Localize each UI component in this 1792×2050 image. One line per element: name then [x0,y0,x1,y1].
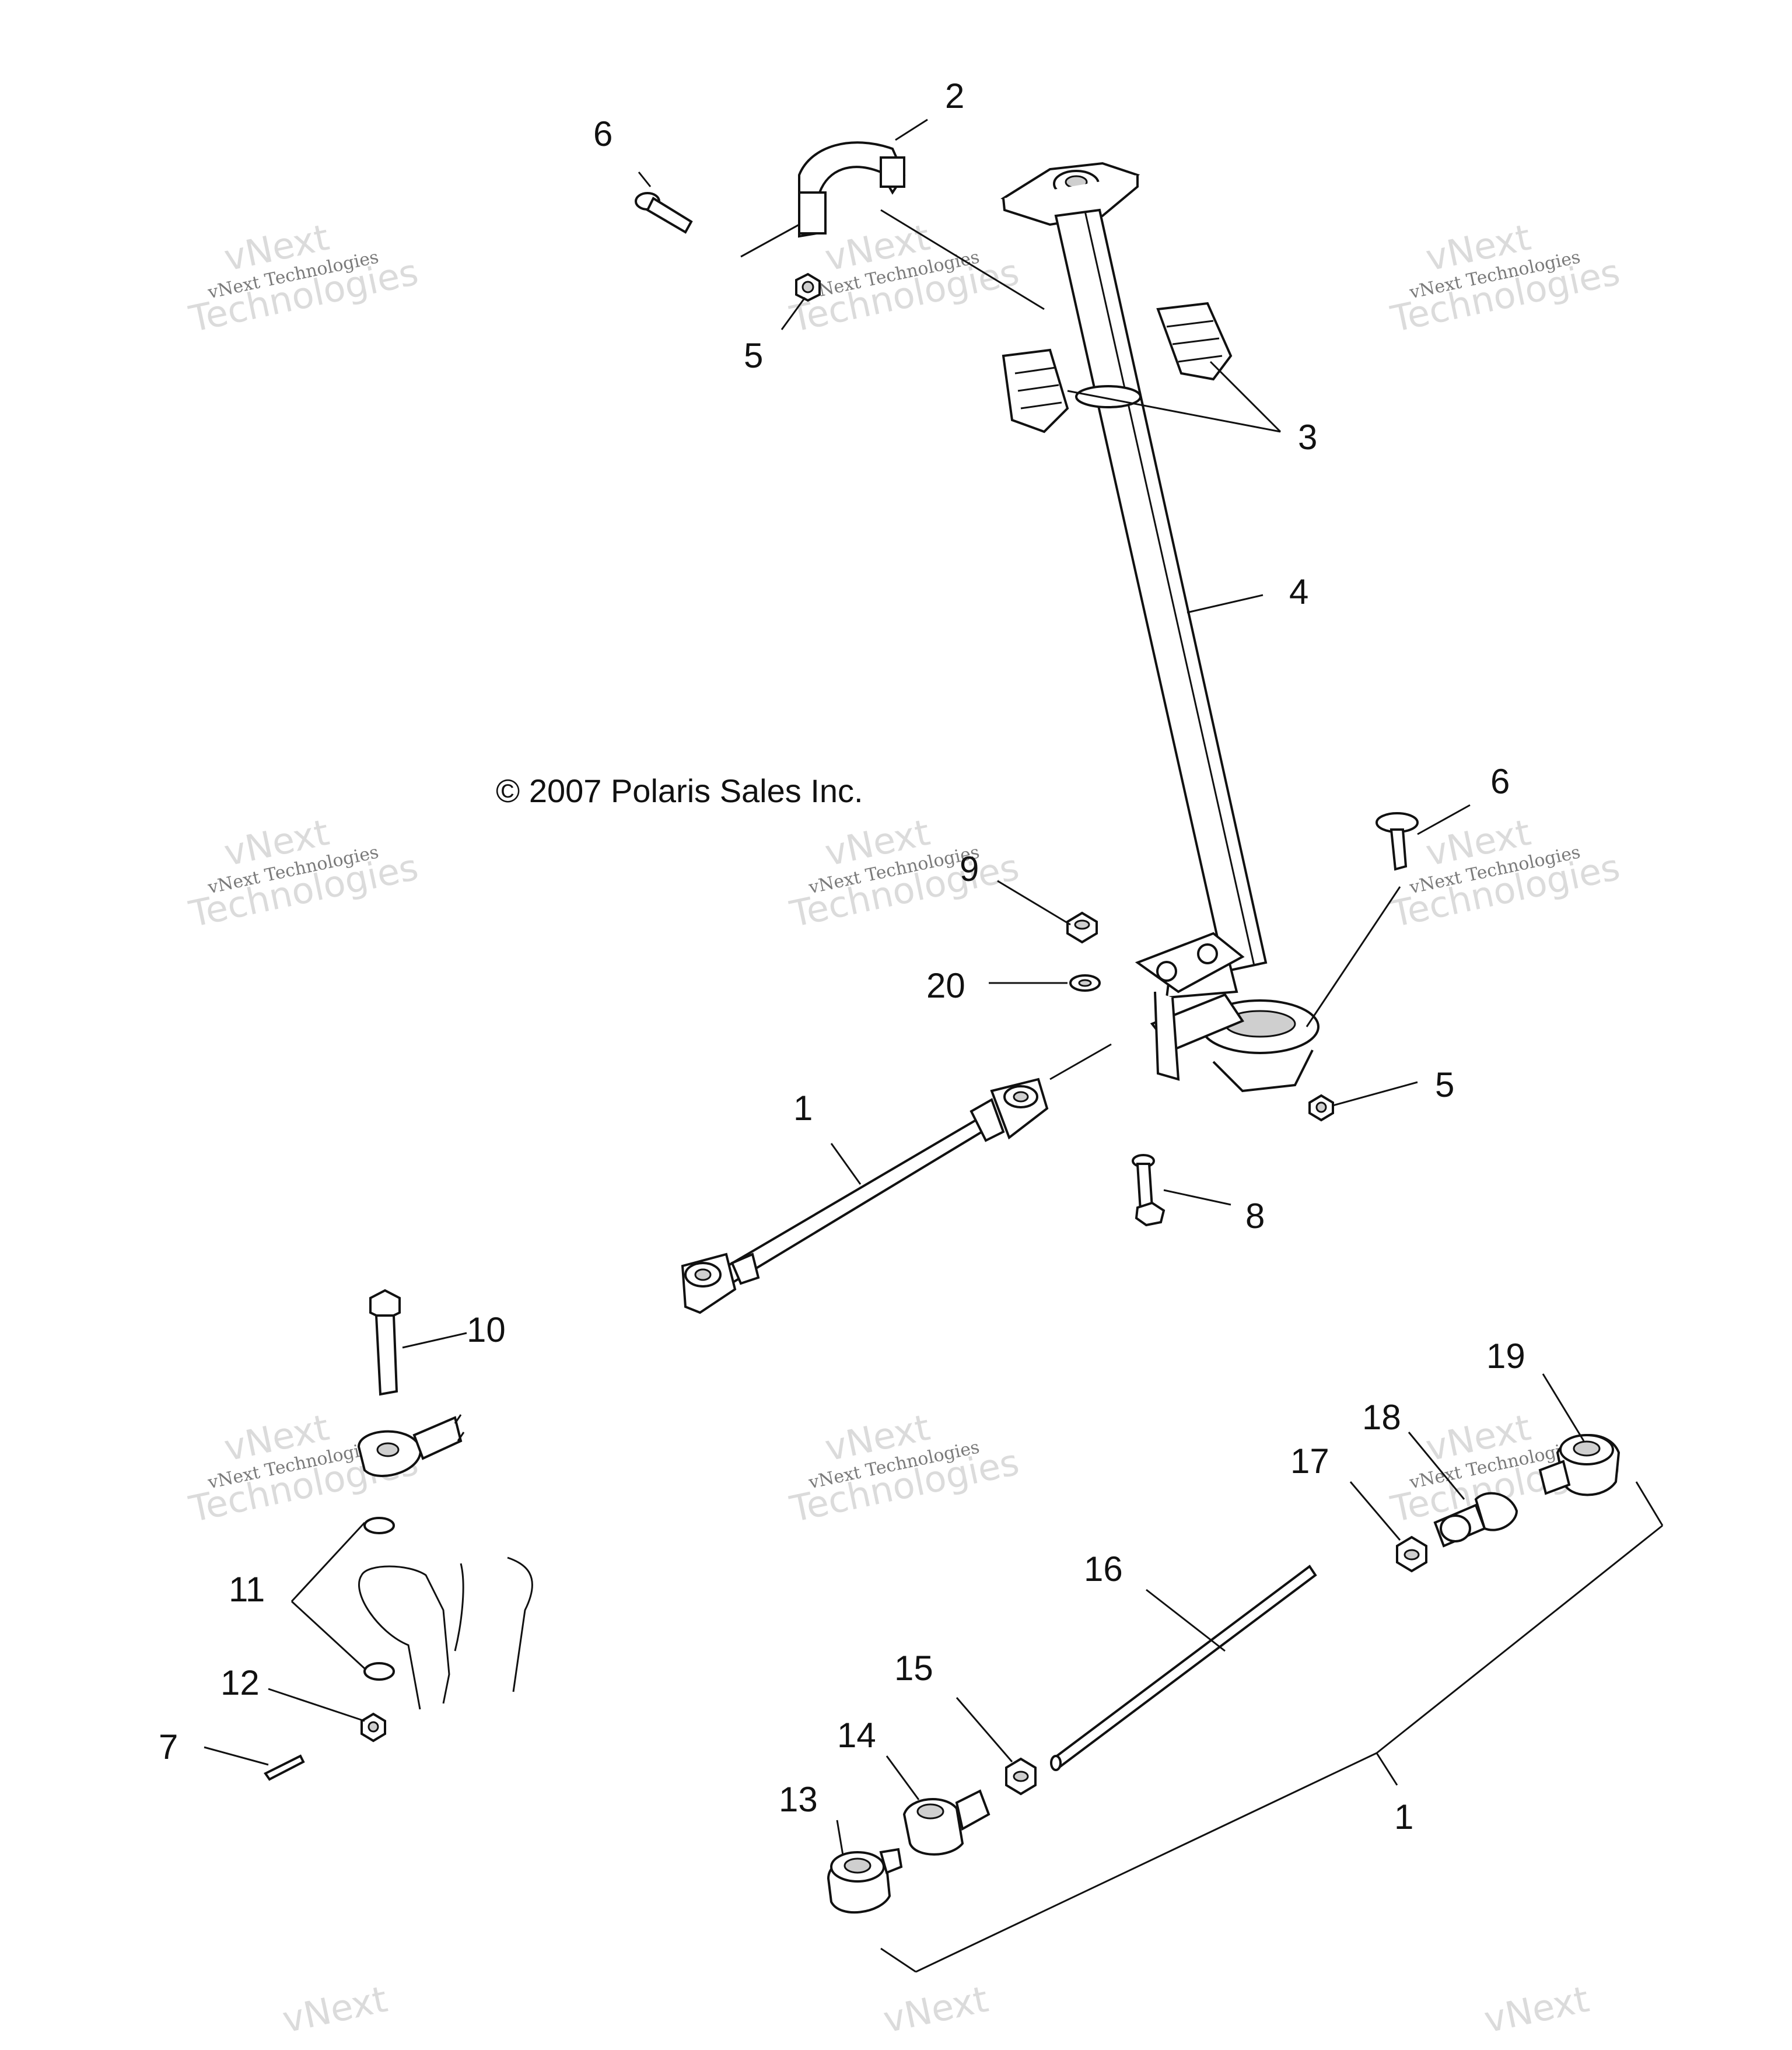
steering-post [1000,162,1320,1093]
callout-6-right: 6 [1490,762,1510,801]
callout-9: 9 [960,849,979,888]
bushing-pair [1002,302,1233,433]
watermark-grid: vNext vNext Technologies Technologies vN… [185,216,1623,2041]
nut-9 [1066,911,1098,944]
svg-text:vNext: vNext [279,1978,391,2041]
callout-2: 2 [945,76,964,116]
spindle-detail [264,1289,533,1781]
leader-lines [204,118,1664,1973]
watermark-6: vNext vNext Technologies Technologies [1387,811,1623,936]
callout-5-upper: 5 [744,336,763,375]
tie-rod-assembly-lower [827,1434,1620,1914]
callout-16: 16 [1084,1549,1123,1589]
bolt-6-right [1376,812,1419,871]
callout-6-upper: 6 [593,114,612,153]
callout-10: 10 [467,1310,506,1349]
nut-5-upper [795,272,821,302]
callout-8: 8 [1245,1197,1265,1236]
svg-text:vNext: vNext [1480,1978,1592,2041]
callout-5-right: 5 [1435,1065,1454,1104]
watermark-11: vNext [880,1978,992,2041]
callout-14: 14 [837,1716,876,1755]
callout-12: 12 [220,1663,260,1702]
clamp [798,141,906,238]
callout-1-lower: 1 [1394,1797,1413,1836]
watermark-12: vNext [1480,1978,1592,2041]
bolt-8 [1132,1154,1166,1227]
callout-17: 17 [1290,1442,1329,1481]
svg-text:vNext: vNext [880,1978,992,2041]
callout-3: 3 [1298,418,1317,457]
watermark-10: vNext [279,1978,391,2041]
callout-4: 4 [1289,572,1308,611]
tie-rod-assembly-upper [681,1078,1049,1314]
watermark-4: vNext vNext Technologies Technologies [185,811,422,936]
callout-11: 11 [229,1570,265,1609]
copyright-notice: © 2007 Polaris Sales Inc. [496,772,863,809]
callout-18: 18 [1362,1398,1401,1437]
callout-7: 7 [159,1727,178,1766]
watermark-1: vNext vNext Technologies Technologies [185,216,422,341]
callout-13: 13 [779,1780,818,1819]
bolt-6-upper [635,192,693,234]
washer-20 [1069,974,1101,992]
watermark-2: vNext vNext Technologies Technologies [786,216,1023,341]
watermark-5: vNext vNext Technologies Technologies [786,811,1023,936]
watermark-3: vNext vNext Technologies Technologies [1387,216,1623,341]
callout-1-upper: 1 [793,1089,813,1128]
callout-20: 20 [926,966,965,1005]
callout-labels: 2 6 5 3 4 6 9 20 5 1 8 10 11 12 7 13 14 … [159,76,1525,1836]
watermark-8: vNext vNext Technologies Technologies [786,1406,1023,1531]
callout-15: 15 [894,1649,933,1688]
nut-5-right [1308,1094,1334,1122]
callout-19: 19 [1486,1337,1525,1376]
